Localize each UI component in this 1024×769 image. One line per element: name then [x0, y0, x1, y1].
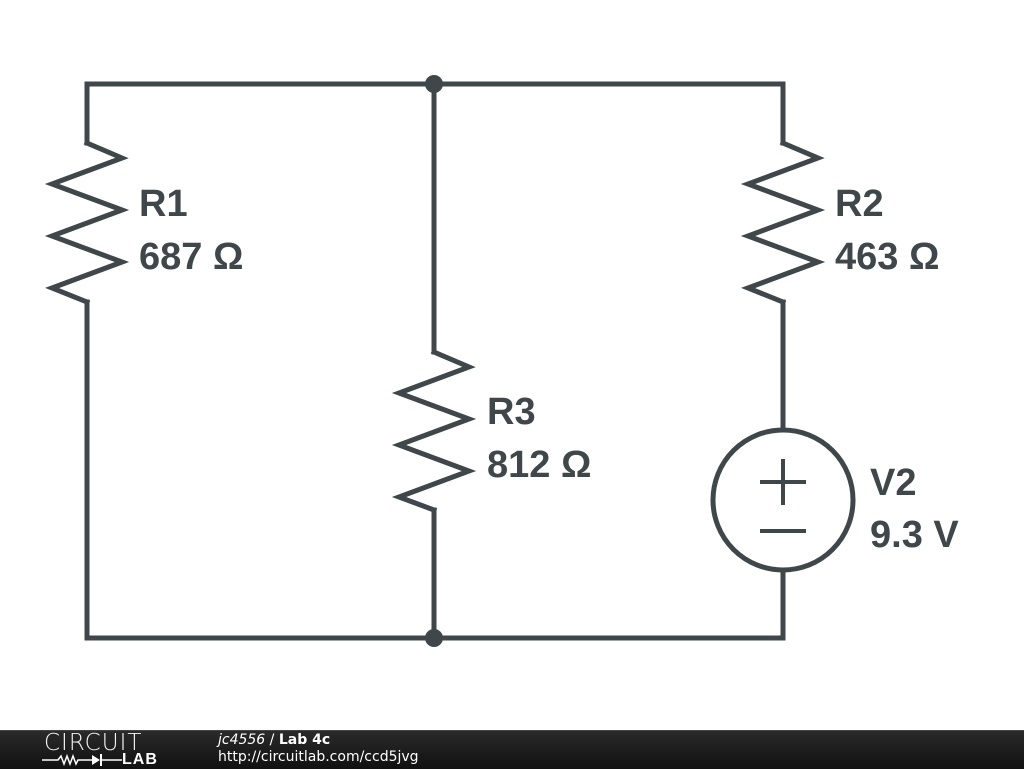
- r2-value-label: 463 Ω: [835, 236, 939, 278]
- circuitlab-logo[interactable]: CIRCUIT LAB: [40, 731, 180, 769]
- r1-name-label: R1: [139, 183, 188, 225]
- v2-name-label: V2: [870, 462, 916, 504]
- resistor-diode-icon: [42, 753, 122, 766]
- separator: /: [265, 732, 279, 748]
- voltage-source-v2: [710, 427, 856, 573]
- circuit-title[interactable]: Lab 4c: [278, 732, 331, 748]
- resistor-r1: [44, 139, 130, 306]
- r3-name-label: R3: [487, 391, 536, 433]
- r1-value-label: 687 Ω: [139, 236, 243, 278]
- footer-bar: CIRCUIT LAB jc4556 / Lab 4c http://circu…: [0, 730, 1024, 769]
- circuit-url[interactable]: http://circuitlab.com/ccd5jvg: [218, 749, 419, 765]
- author-link[interactable]: jc4556: [218, 732, 266, 748]
- resistor-r2: [740, 139, 826, 306]
- junction-dot-top: [425, 75, 443, 93]
- circuit-schematic: R1 687 Ω R2 463 Ω R3 812 Ω V2 9.3 V: [44, 75, 959, 647]
- v2-value-label: 9.3 V: [870, 514, 959, 556]
- resistor-r3: [391, 348, 477, 514]
- r3-value-label: 812 Ω: [487, 444, 591, 486]
- r2-name-label: R2: [835, 183, 884, 225]
- logo-text-circuit: CIRCUIT: [44, 730, 143, 756]
- circuit-meta: jc4556 / Lab 4c http://circuitlab.com/cc…: [218, 732, 419, 766]
- logo-text-lab: LAB: [122, 751, 158, 768]
- junction-dot-bottom: [425, 629, 443, 647]
